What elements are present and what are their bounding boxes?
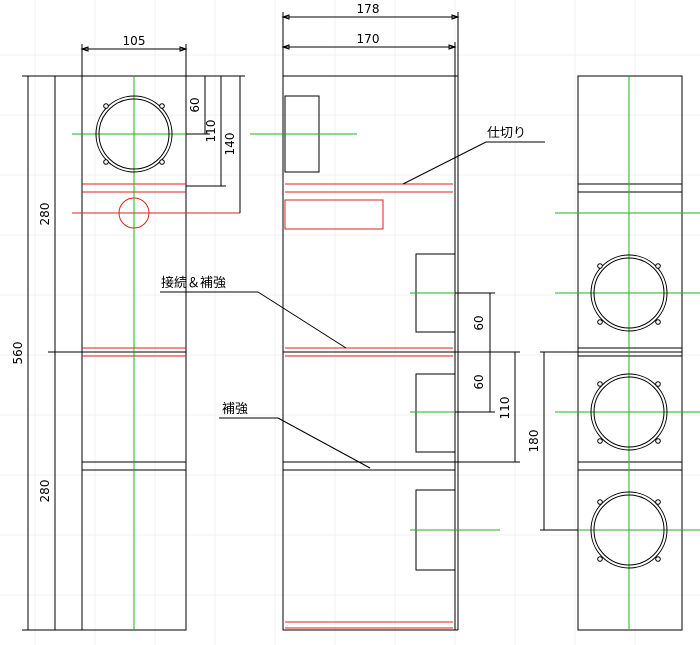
dimension-180-label: 180 (527, 430, 541, 453)
left-view: 105 60 110 140 280 (11, 34, 245, 631)
left-speaker-unit (95, 95, 173, 173)
reinforce-label: 補強 (222, 402, 248, 417)
joint-reinforce-label: 接続＆補強 (161, 275, 226, 291)
dimension-110-center: 110 (455, 352, 520, 463)
dimension-280-lower-label: 280 (38, 480, 52, 503)
dimension-178: 178 (281, 2, 460, 76)
right-cabinet-outline (577, 75, 683, 631)
dimension-280-upper-label: 280 (38, 203, 52, 226)
dimension-60-left-label: 60 (188, 97, 202, 112)
right-view: 180 (527, 75, 700, 631)
center-cabinet-outline (282, 75, 456, 631)
leader-joint-reinforce: 接続＆補強 (160, 275, 347, 349)
dimension-105-label: 105 (123, 34, 146, 48)
dimension-60-center-lower: 60 (455, 352, 495, 413)
dimension-560: 560 (11, 75, 82, 631)
dimension-60-center-lower-label: 60 (472, 374, 486, 389)
right-speaker-unit-1 (590, 254, 668, 332)
dimension-560-label: 560 (11, 342, 25, 365)
dimension-178-label: 178 (357, 2, 380, 16)
dimension-180: 180 (527, 351, 578, 531)
right-speaker-unit-3 (590, 491, 668, 569)
dimension-140-label: 140 (223, 133, 237, 156)
dimension-110-left-label: 110 (204, 120, 218, 143)
dimension-280-upper: 280 (38, 75, 82, 353)
dimension-60-center-upper-label: 60 (472, 315, 486, 330)
leader-partition: 仕切り (402, 126, 545, 185)
dimension-170-label: 170 (357, 32, 380, 46)
partition-label: 仕切り (487, 126, 526, 141)
dimension-60-center-upper: 60 (455, 292, 520, 353)
dimension-105: 105 (80, 34, 188, 76)
right-speaker-unit-2 (590, 373, 668, 451)
dimension-110-left: 110 (186, 75, 226, 187)
dimension-110-center-label: 110 (498, 397, 512, 420)
dimension-140: 140 (186, 75, 245, 213)
dimension-280-lower: 280 (38, 352, 56, 630)
center-port-duct (284, 199, 384, 230)
center-unit-box-2 (415, 373, 456, 453)
dimension-170: 170 (281, 32, 457, 76)
center-view: 178 170 60 60 110 仕切 (160, 2, 545, 631)
leader-reinforce: 補強 (219, 402, 371, 469)
